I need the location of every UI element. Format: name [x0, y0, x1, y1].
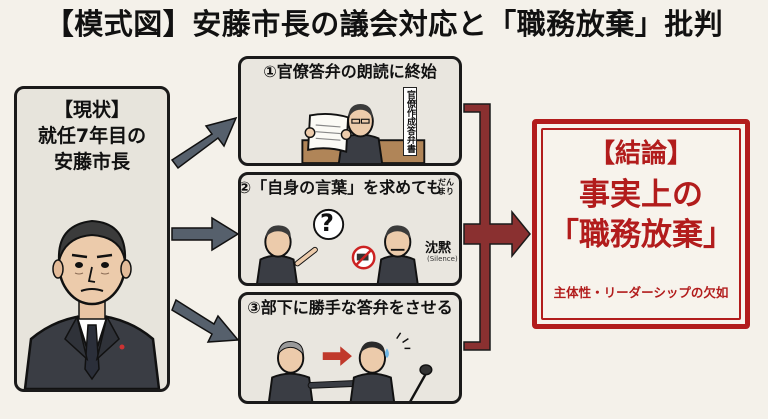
step-3-title: ③部下に勝手な答弁をさせる	[247, 298, 453, 317]
question-mark: ?	[320, 209, 334, 237]
blue-arrow-to-step-1	[170, 116, 238, 170]
step-2-title: ②「自身の言葉」を求めても	[238, 178, 443, 197]
conclusion-line-2: 「職務放棄」	[548, 217, 734, 253]
mayor-portrait-illustration	[23, 219, 161, 389]
conclusion-box: 【結論】 事実上の 「職務放棄」 主体性・リーダーシップの欠如	[532, 119, 750, 329]
step-1-panel: ①官僚答弁の朗読に終始 官僚作成答弁書	[238, 56, 462, 166]
conclusion-subtext: 主体性・リーダーシップの欠如	[553, 285, 729, 300]
current-heading: 【現状】	[53, 99, 130, 121]
blue-arrow-to-step-3	[171, 298, 240, 343]
silence-illustration	[256, 208, 419, 283]
silence-english-label: (Silence)	[427, 255, 458, 263]
current-line-1: 就任7年目の	[37, 125, 147, 147]
current-line-2: 安藤市長	[53, 151, 130, 173]
step-1-title: ①官僚答弁の朗読に終始	[263, 62, 437, 81]
red-connector	[463, 103, 531, 351]
step-2-panel: ②「自身の言葉」を求めても だんまり ? 沈黙 (Silence)	[238, 172, 462, 286]
blue-arrow-to-step-2	[171, 216, 240, 252]
conclusion-line-1: 事実上の	[579, 177, 703, 213]
step-3-panel: ③部下に勝手な答弁をさせる	[238, 292, 462, 404]
conclusion-heading: 【結論】	[588, 139, 693, 169]
bureaucrat-document-label: 官僚作成答弁書	[403, 87, 417, 156]
step-2-ruby: だんまり	[438, 178, 454, 196]
page-title: 【模式図】安藤市長の議会対応と「職務放棄」批判	[44, 7, 724, 41]
subordinate-answer-illustration	[268, 332, 433, 401]
reading-document-illustration	[301, 104, 426, 163]
silence-label: 沈黙	[425, 241, 452, 256]
current-status-panel: 【現状】 就任7年目の 安藤市長	[14, 86, 170, 392]
